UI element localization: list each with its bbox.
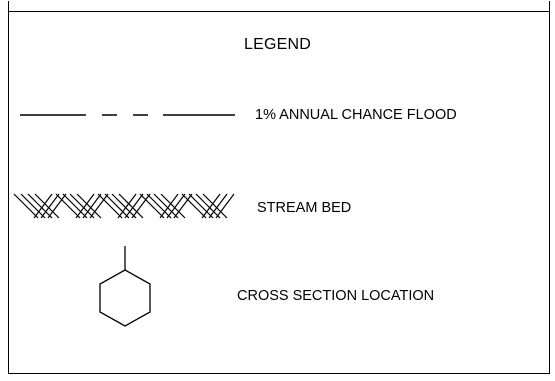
hatch-stroke xyxy=(62,193,88,219)
flood-line-label: 1% ANNUAL CHANCE FLOOD xyxy=(255,107,457,123)
hatch-stroke xyxy=(13,193,39,219)
hatch-stroke xyxy=(82,193,102,219)
hatch-stroke xyxy=(34,193,60,219)
cross-section-symbol xyxy=(99,246,151,327)
frame-stub-lines xyxy=(8,1,550,12)
hatch-stroke xyxy=(173,193,193,219)
cross-section-label: CROSS SECTION LOCATION xyxy=(237,288,435,304)
hatch-stroke xyxy=(208,193,228,219)
hatch-stroke xyxy=(166,193,186,219)
hatch-stroke xyxy=(181,193,207,219)
hatch-stroke xyxy=(146,193,172,219)
hatch-stroke xyxy=(40,193,60,219)
hatch-stroke xyxy=(76,193,102,219)
hatch-stroke xyxy=(27,193,53,219)
hatch-stroke xyxy=(69,193,95,219)
hatch-stroke xyxy=(131,193,151,219)
hatch-stroke xyxy=(202,193,228,219)
hatch-stroke xyxy=(104,193,130,219)
stream-bed-symbol xyxy=(13,193,235,219)
hatch-stroke xyxy=(117,193,137,219)
hatch-stroke xyxy=(118,193,144,219)
flood-line-symbol xyxy=(20,114,235,116)
hatch-stroke xyxy=(153,193,179,219)
hatch-stroke xyxy=(188,193,214,219)
hatch-stroke xyxy=(33,193,53,219)
hatch-stroke xyxy=(159,193,179,219)
top-edge-stubs xyxy=(0,0,555,12)
hatch-stroke xyxy=(20,193,46,219)
hatch-stroke xyxy=(124,193,144,219)
hatch-stroke xyxy=(215,193,235,219)
hatch-stroke xyxy=(139,193,165,219)
hatch-stroke xyxy=(47,193,67,219)
hatch-stroke xyxy=(160,193,186,219)
stream-bed-label: STREAM BED xyxy=(257,200,352,216)
legend-panel xyxy=(8,11,550,374)
hatch-stroke xyxy=(55,193,81,219)
hatch-stroke xyxy=(89,193,109,219)
hatch-stroke xyxy=(97,193,123,219)
hatch-stroke xyxy=(195,193,221,219)
hatch-stroke xyxy=(201,193,221,219)
hatch-stroke xyxy=(111,193,137,219)
legend-title: LEGEND xyxy=(244,36,311,53)
hatch-stroke xyxy=(75,193,95,219)
